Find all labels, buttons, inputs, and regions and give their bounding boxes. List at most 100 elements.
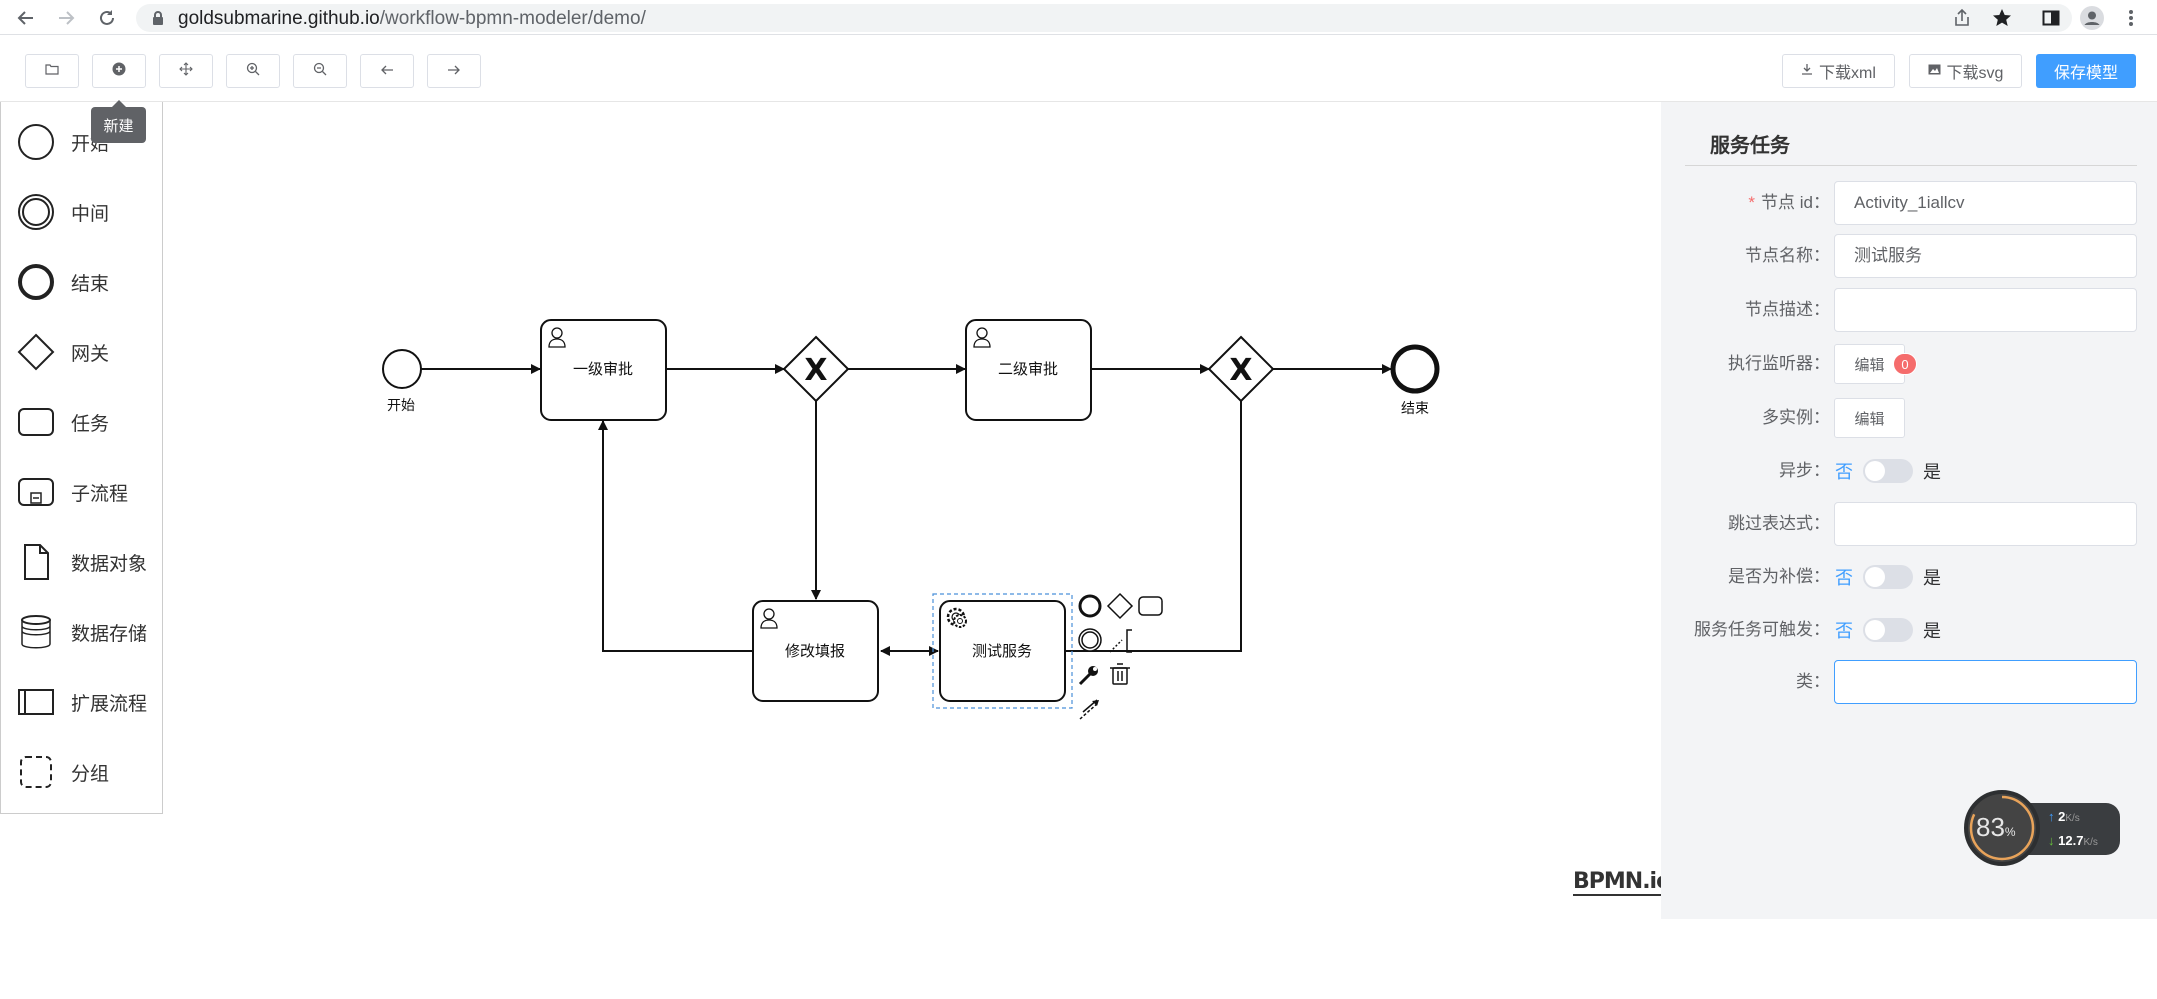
upload-speed: ↑ 2K/s — [2048, 809, 2080, 824]
flow-task4-to-gateway2[interactable] — [1064, 401, 1242, 652]
lock-icon[interactable] — [152, 11, 164, 30]
palette-label: 任务 — [71, 413, 110, 435]
more-menu-icon[interactable] — [2119, 6, 2143, 30]
start-event[interactable] — [382, 349, 422, 389]
palette-label: 数据存储 — [71, 623, 148, 645]
properties-panel: 服务任务 *节点 id： Activity_1iallcv 节点名称： 测试服务… — [1661, 102, 2157, 919]
download-svg-label: 下载svg — [1946, 65, 2004, 82]
exclusive-gateway-2[interactable]: X — [1207, 335, 1275, 403]
network-speed-widget[interactable]: 83% ↑ 2K/s ↓ 12.7K/s — [1964, 790, 2120, 866]
switch-yes-label[interactable]: 是 — [1923, 568, 1941, 588]
forward-arrow-icon[interactable] — [54, 6, 78, 30]
download-svg-button[interactable]: 下载svg — [1909, 54, 2022, 88]
task-icon — [1, 402, 71, 442]
node-id-label: * 节点 id： — [1748, 181, 1830, 225]
async-switch[interactable] — [1863, 459, 1913, 483]
form-row-triggerable: 服务任务可触发： 否 是 — [1661, 608, 2157, 652]
download-icon — [1801, 62, 1813, 80]
text-annotation-icon[interactable] — [1109, 629, 1132, 653]
service-task-selected[interactable]: 测试服务 — [932, 593, 1073, 709]
compensation-switch[interactable] — [1863, 565, 1913, 589]
address-bar[interactable] — [136, 4, 2072, 32]
undo-button[interactable] — [360, 54, 414, 88]
append-gateway-icon[interactable] — [1106, 592, 1134, 620]
connect-icon[interactable] — [1079, 699, 1099, 720]
append-end-event-icon[interactable] — [1078, 594, 1102, 618]
flow-task3-to-task1[interactable] — [598, 420, 752, 652]
form-row-listener: 执行监听器： 编辑 0 — [1661, 342, 2157, 386]
usage-percent-value: 83 — [1976, 812, 2005, 842]
bookmark-star-icon[interactable] — [1990, 6, 2014, 30]
usage-ring — [1964, 790, 2040, 866]
side-panel-icon[interactable] — [2039, 6, 2063, 30]
palette-item-data-object[interactable]: 数据对象 — [1, 537, 161, 587]
palette-item-intermediate[interactable]: 中间 — [1, 187, 161, 237]
element-palette: 开始 中间 结束 网关 任务 子流程 数据对象 数据存储 扩展流程 分组 — [0, 102, 163, 814]
user-task-level2[interactable]: 二级审批 — [965, 319, 1092, 421]
save-model-button[interactable]: 保存模型 — [2036, 54, 2136, 88]
switch-no-label[interactable]: 否 — [1835, 621, 1853, 641]
trash-icon[interactable] — [1110, 663, 1130, 685]
usage-percent-unit: % — [2004, 825, 2016, 839]
node-id-input[interactable]: Activity_1iallcv — [1834, 181, 2137, 225]
palette-item-end[interactable]: 结束 — [1, 257, 161, 307]
palette-label: 分组 — [71, 763, 110, 785]
user-task-revise[interactable]: 修改填报 — [752, 600, 879, 702]
palette-item-group[interactable]: 分组 — [1, 747, 161, 797]
zoom-in-button[interactable] — [226, 54, 280, 88]
multi-instance-edit-button[interactable]: 编辑 — [1834, 398, 1905, 438]
open-file-button[interactable] — [25, 54, 79, 88]
plus-circle-icon — [112, 62, 126, 81]
wrench-icon[interactable] — [1078, 666, 1098, 686]
append-intermediate-event-icon[interactable] — [1078, 628, 1102, 652]
context-pad[interactable] — [1078, 592, 1163, 720]
node-id-label-text: 节点 id： — [1761, 193, 1830, 212]
bpmn-canvas[interactable]: 开始 一级审批 X 二级审批 X — [163, 102, 1671, 919]
new-diagram-button[interactable] — [92, 54, 146, 88]
class-input[interactable] — [1834, 660, 2137, 704]
append-task-icon[interactable] — [1138, 596, 1163, 616]
download-speed: ↓ 12.7K/s — [2048, 833, 2098, 848]
switch-yes-label[interactable]: 是 — [1923, 621, 1941, 641]
palette-label: 网关 — [71, 343, 110, 365]
palette-label: 中间 — [71, 203, 110, 225]
palette-item-subprocess[interactable]: 子流程 — [1, 467, 161, 517]
node-desc-input[interactable] — [1834, 288, 2137, 332]
share-icon[interactable] — [1950, 6, 1974, 30]
url-text[interactable]: goldsubmarine.github.io/workflow-bpmn-mo… — [178, 8, 646, 30]
palette-item-gateway[interactable]: 网关 — [1, 327, 161, 377]
end-event[interactable] — [1390, 344, 1440, 394]
task-label-level1: 一级审批 — [573, 361, 633, 378]
data-object-icon — [1, 542, 71, 582]
user-icon — [973, 327, 991, 348]
back-arrow-icon[interactable] — [14, 6, 38, 30]
palette-label: 结束 — [71, 273, 110, 295]
gear-icon — [946, 607, 967, 628]
node-name-input[interactable]: 测试服务 — [1834, 234, 2137, 278]
exclusive-gateway-1[interactable]: X — [782, 335, 850, 403]
profile-avatar-icon[interactable] — [2080, 6, 2104, 30]
fit-viewport-button[interactable] — [159, 54, 213, 88]
palette-item-data-store[interactable]: 数据存储 — [1, 607, 161, 657]
user-task-level1[interactable]: 一级审批 — [540, 319, 667, 421]
pool-icon — [1, 682, 71, 722]
palette-item-pool[interactable]: 扩展流程 — [1, 677, 161, 727]
bpmn-io-logo[interactable]: BPMN.io — [1573, 869, 1671, 896]
start-event-icon — [1, 122, 71, 162]
palette-item-task[interactable]: 任务 — [1, 397, 161, 447]
zoom-out-button[interactable] — [293, 54, 347, 88]
triggerable-switch[interactable] — [1863, 618, 1913, 642]
multi-instance-label: 多实例： — [1762, 408, 1830, 427]
switch-yes-label[interactable]: 是 — [1923, 462, 1941, 482]
switch-no-label[interactable]: 否 — [1835, 568, 1853, 588]
sequence-flows[interactable] — [421, 364, 1392, 656]
required-marker: * — [1748, 193, 1756, 212]
gateway-icon — [1, 332, 71, 372]
switch-no-label[interactable]: 否 — [1835, 462, 1853, 482]
redo-button[interactable] — [427, 54, 481, 88]
class-label: 类： — [1796, 672, 1830, 691]
reload-icon[interactable] — [95, 6, 119, 30]
skip-expression-input[interactable] — [1834, 502, 2137, 546]
download-xml-button[interactable]: 下载xml — [1782, 54, 1895, 88]
start-event-label: 开始 — [387, 397, 415, 413]
